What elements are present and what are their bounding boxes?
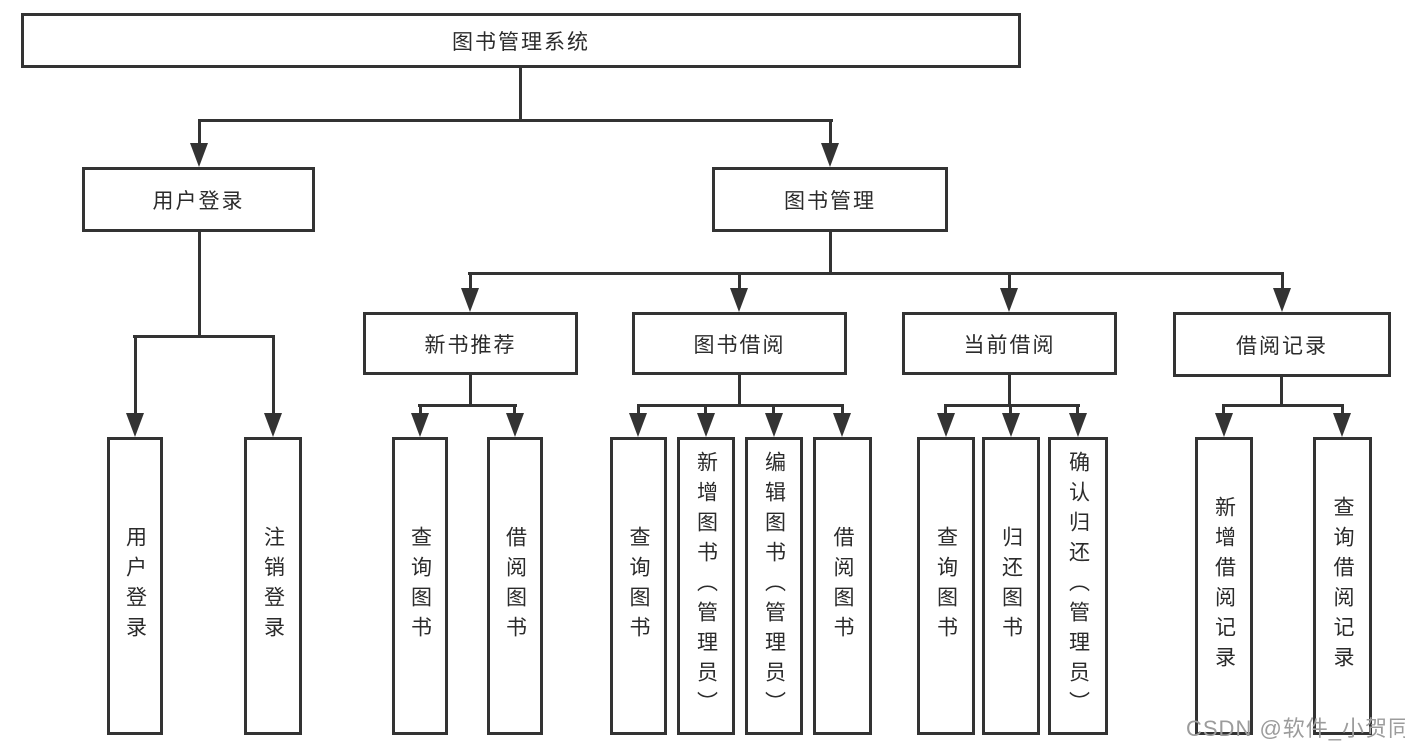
connector-book-management-hbar — [468, 272, 1284, 275]
connector-arrow-shaft — [1222, 404, 1225, 415]
connector-arrow-shaft-current-borrow — [1008, 272, 1011, 290]
arrow-down-icon — [629, 413, 647, 437]
connector-arrow-shaft — [419, 404, 422, 415]
node-query-books-borrowing: 查询图书 — [610, 437, 667, 735]
node-label: 图书借阅 — [693, 333, 786, 357]
arrow-down-icon — [697, 413, 715, 437]
node-label: 确认归还（管理员） — [1066, 451, 1090, 721]
node-query-borrow-record: 查询借阅记录 — [1313, 437, 1372, 735]
arrow-down-icon — [126, 413, 144, 437]
node-query-books-current: 查询图书 — [917, 437, 975, 735]
node-user-login: 用户登录 — [82, 167, 315, 232]
node-return-books: 归还图书 — [982, 437, 1040, 735]
node-confirm-return-admin: 确认归还（管理员） — [1048, 437, 1108, 735]
node-label: 图书管理系统 — [452, 30, 590, 54]
node-label: 查询图书 — [934, 526, 958, 646]
connector-user-login-stem — [198, 232, 201, 335]
node-query-books-recommendation: 查询图书 — [392, 437, 448, 735]
connector-arrow-shaft — [1009, 404, 1012, 415]
connector-borrowing-stem — [738, 375, 741, 406]
node-label: 当前借阅 — [963, 333, 1056, 357]
connector-arrow-shaft-logout-leaf — [272, 335, 275, 414]
node-label: 编辑图书（管理员） — [762, 451, 786, 721]
node-label: 新增借阅记录 — [1212, 496, 1236, 676]
node-label: 用户登录 — [152, 189, 245, 213]
connector-recommendation-stem — [469, 375, 472, 406]
node-borrowing-records: 借阅记录 — [1173, 312, 1391, 377]
arrow-down-icon — [411, 413, 429, 437]
node-add-borrow-record: 新增借阅记录 — [1195, 437, 1253, 735]
node-library-management-system: 图书管理系统 — [21, 13, 1021, 68]
connector-borrowing-hbar — [637, 404, 844, 407]
watermark-text: CSDN @软件_小贺同学 — [1186, 716, 1405, 741]
node-label: 查询图书 — [408, 526, 432, 646]
connector-arrow-shaft — [1341, 404, 1344, 415]
arrow-down-icon — [1069, 413, 1087, 437]
connector-user-login-hbar — [133, 335, 275, 338]
arrow-down-icon — [765, 413, 783, 437]
connector-arrow-shaft — [513, 404, 516, 415]
arrow-down-icon — [1215, 413, 1233, 437]
node-label: 查询借阅记录 — [1331, 496, 1354, 676]
node-edit-books-admin: 编辑图书（管理员） — [745, 437, 803, 735]
connector-arrow-shaft-login-leaf — [134, 335, 137, 414]
connector-records-stem — [1280, 377, 1283, 406]
connector-arrow-shaft — [772, 404, 775, 415]
node-borrow-books-borrowing: 借阅图书 — [813, 437, 872, 735]
node-label: 新书推荐 — [424, 333, 517, 357]
connector-arrow-shaft-book-management — [829, 119, 832, 145]
arrow-down-icon — [461, 288, 479, 312]
arrow-down-icon — [1002, 413, 1020, 437]
node-borrow-books-recommendation: 借阅图书 — [487, 437, 543, 735]
connector-arrow-shaft — [704, 404, 707, 415]
connector-root-stem — [519, 68, 522, 121]
connector-current-stem — [1008, 375, 1011, 406]
arrow-down-icon — [506, 413, 524, 437]
node-label: 用户登录 — [123, 526, 147, 646]
node-label: 注销登录 — [261, 526, 285, 646]
connector-arrow-shaft-borrow-records — [1281, 272, 1284, 290]
arrow-down-icon — [821, 143, 839, 167]
connector-current-hbar — [944, 404, 1080, 407]
node-user-login-leaf: 用户登录 — [107, 437, 163, 735]
node-label: 归还图书 — [999, 526, 1023, 646]
arrow-down-icon — [1333, 413, 1351, 437]
connector-records-hbar — [1222, 404, 1344, 407]
node-logout-leaf: 注销登录 — [244, 437, 302, 735]
arrow-down-icon — [1273, 288, 1291, 312]
connector-arrow-shaft — [1076, 404, 1079, 415]
node-label: 借阅图书 — [831, 526, 854, 646]
connector-recommendation-hbar — [418, 404, 517, 407]
arrow-down-icon — [1000, 288, 1018, 312]
connector-arrow-shaft — [637, 404, 640, 415]
connector-arrow-shaft — [944, 404, 947, 415]
arrow-down-icon — [264, 413, 282, 437]
node-current-borrowing: 当前借阅 — [902, 312, 1117, 375]
connector-arrow-shaft — [841, 404, 844, 415]
arrow-down-icon — [833, 413, 851, 437]
node-label: 新增图书（管理员） — [694, 451, 718, 721]
node-label: 图书管理 — [784, 189, 876, 213]
node-new-book-recommendation: 新书推荐 — [363, 312, 578, 375]
arrow-down-icon — [937, 413, 955, 437]
connector-arrow-shaft-book-borrow — [738, 272, 741, 290]
node-label: 查询图书 — [627, 526, 650, 646]
connector-root-hbar — [198, 119, 833, 122]
arrow-down-icon — [730, 288, 748, 312]
node-book-borrowing: 图书借阅 — [632, 312, 847, 375]
connector-arrow-shaft-new-books — [469, 272, 472, 290]
node-add-books-admin: 新增图书（管理员） — [677, 437, 735, 735]
node-book-management: 图书管理 — [712, 167, 948, 232]
connector-book-management-stem — [829, 232, 832, 275]
node-label: 借阅记录 — [1236, 334, 1328, 358]
arrow-down-icon — [190, 143, 208, 167]
node-label: 借阅图书 — [503, 526, 527, 646]
connector-arrow-shaft-user-login — [198, 119, 201, 145]
